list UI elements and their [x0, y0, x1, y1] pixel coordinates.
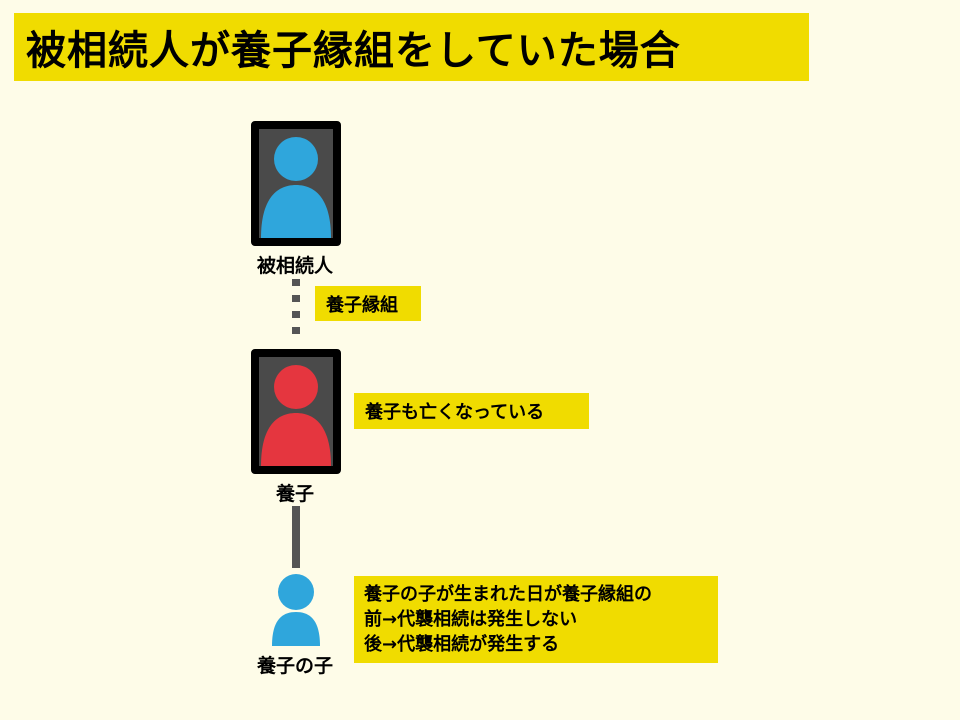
decedent-portrait — [251, 121, 341, 246]
child-person-icon — [272, 574, 320, 646]
deceased-note: 養子も亡くなっている — [354, 393, 589, 429]
person-icon — [261, 137, 331, 238]
parent-child-line — [292, 506, 300, 568]
adoption-note: 養子縁組 — [315, 286, 421, 321]
child-label: 養子の子 — [256, 655, 334, 677]
person-icon — [261, 365, 331, 466]
adopted-portrait — [251, 349, 341, 474]
rule-note: 養子の子が生まれた日が養子縁組の 前→代襲相続は発生しない 後→代襲相続が発生す… — [354, 576, 718, 663]
adoption-dotted-line — [292, 279, 300, 335]
decedent-label: 被相続人 — [256, 255, 334, 277]
page-title: 被相続人が養子縁組をしていた場合 — [14, 13, 809, 81]
adopted-label: 養子 — [275, 483, 315, 505]
rule-line-1: 養子の子が生まれた日が養子縁組の — [364, 584, 652, 605]
rule-line-3: 後→代襲相続が発生する — [364, 634, 560, 655]
rule-line-2: 前→代襲相続は発生しない — [364, 609, 578, 630]
